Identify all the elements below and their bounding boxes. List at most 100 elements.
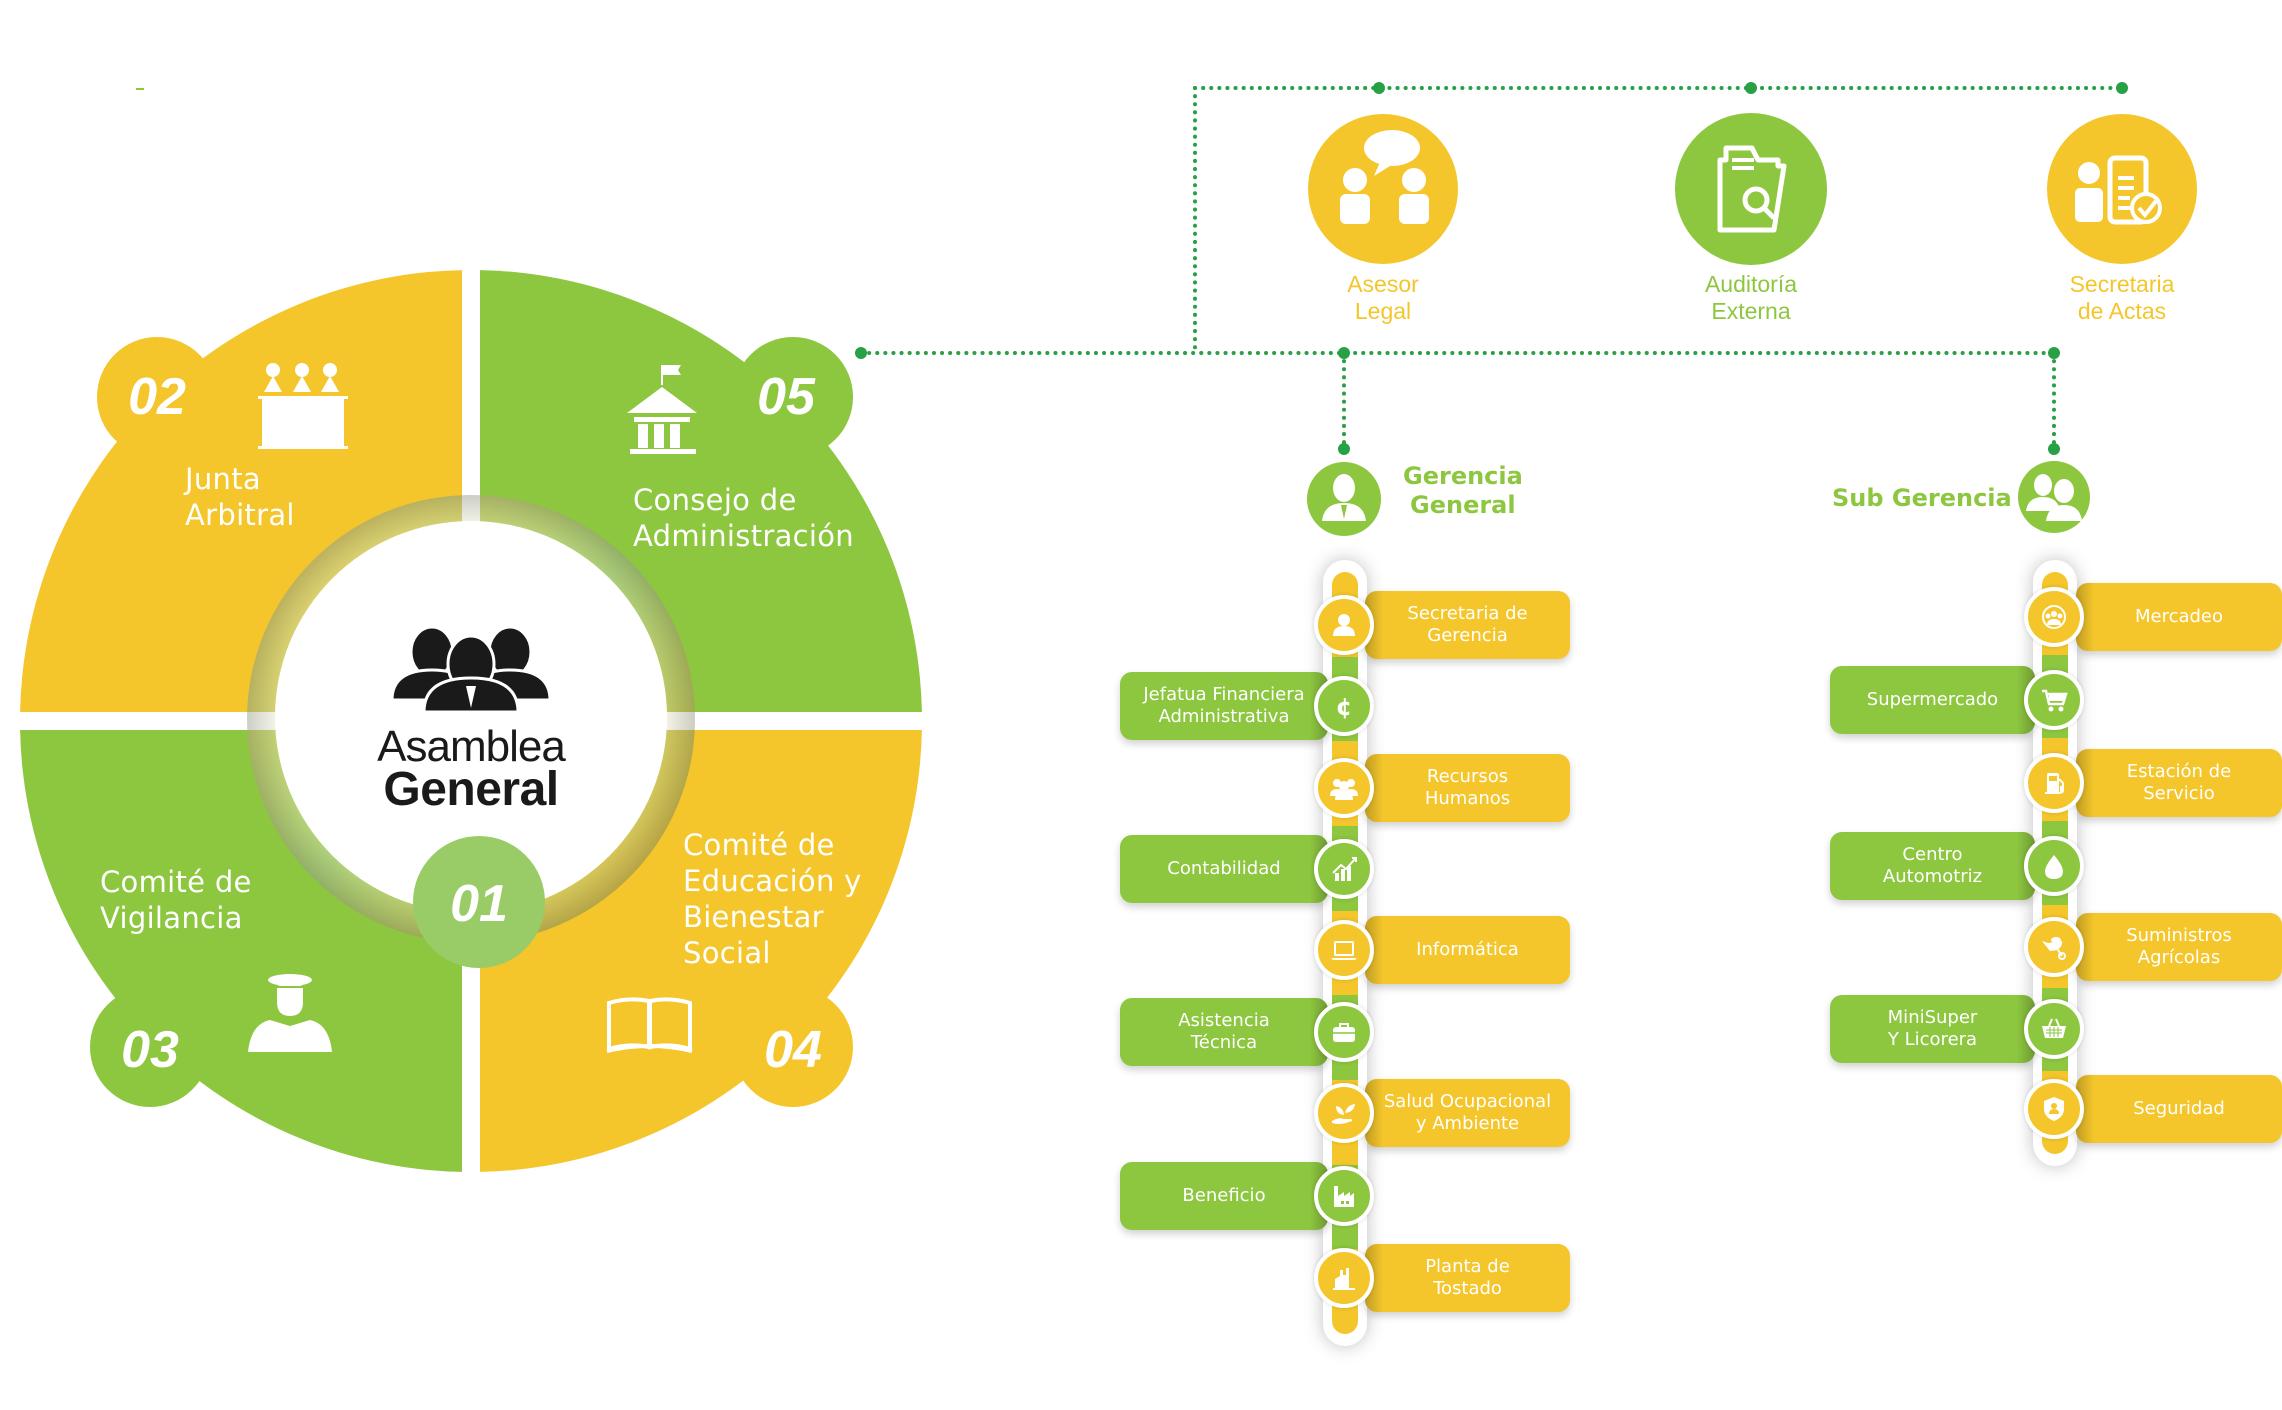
gerencia-item[interactable]: Contabilidad <box>1120 835 1328 903</box>
subgerencia-item[interactable]: Seguridad <box>2076 1075 2282 1143</box>
item-label: Y Licorera <box>1887 1029 1978 1050</box>
laptop-icon <box>1314 920 1374 980</box>
subgerencia-item[interactable]: Supermercado <box>1830 666 2035 734</box>
label-comite-educacion[interactable]: Comité de Educación y Bienestar Social <box>683 828 862 970</box>
label-junta-arbitral[interactable]: Junta Arbitral <box>185 462 295 532</box>
gerencia-header-icon[interactable] <box>1300 455 1390 545</box>
connector-dot <box>1745 82 1757 94</box>
team-icon <box>1314 758 1374 818</box>
item-label: Planta de <box>1425 1256 1510 1277</box>
item-label: Estación de <box>2126 761 2232 782</box>
number-02: 02 <box>128 368 186 426</box>
label-consejo-administracion[interactable]: Consejo de Administración <box>633 483 854 553</box>
advisor-secretaria-actas[interactable] <box>2047 114 2197 264</box>
target-audience-icon <box>2024 587 2084 647</box>
tribunal-icon <box>258 363 348 449</box>
item-label: MiniSuper <box>1887 1007 1978 1028</box>
conversation-icon <box>1340 130 1429 224</box>
managers-icon <box>2026 474 2082 521</box>
item-label: Agrícolas <box>2137 947 2221 968</box>
connector-dot <box>2048 347 2060 359</box>
shopping-cart-icon <box>2024 670 2084 730</box>
oil-drop-icon <box>2024 836 2084 896</box>
police-officer-icon <box>248 974 332 1052</box>
svg-text:¢: ¢ <box>1336 693 1353 721</box>
item-label: y Ambiente <box>1415 1113 1520 1134</box>
number-01: 01 <box>450 875 508 933</box>
item-label: Automotriz <box>1882 866 1983 887</box>
item-label: Servicio <box>2143 783 2215 804</box>
gerencia-item[interactable]: Informática <box>1365 916 1570 984</box>
connector-dot <box>2048 443 2060 455</box>
item-label: Seguridad <box>2133 1098 2225 1119</box>
person-icon <box>1314 595 1374 655</box>
advisor-icons <box>1308 113 2197 265</box>
center-title-asamblea: Asamblea <box>377 722 566 771</box>
factory-icon <box>1314 1166 1374 1226</box>
item-label: Jefatua Financiera <box>1143 684 1305 705</box>
center-circle <box>275 521 667 913</box>
wheelbarrow-icon <box>2024 917 2084 977</box>
item-label: Suministros <box>2126 925 2232 946</box>
item-label: Recursos <box>1426 766 1509 787</box>
advisor-asesor-legal[interactable] <box>1308 114 1458 264</box>
item-label: Centro <box>1902 844 1963 865</box>
item-label: Informática <box>1416 939 1519 960</box>
building-icon <box>627 365 697 454</box>
label-comite-vigilancia[interactable]: Comité de Vigilancia <box>100 865 252 935</box>
toolbox-icon <box>1314 1002 1374 1062</box>
gerencia-title: Gerencia General <box>1403 462 1523 519</box>
item-label: Supermercado <box>1866 689 1999 710</box>
number-04: 04 <box>764 1021 822 1079</box>
connector-dot <box>1338 347 1350 359</box>
connector-dot <box>1338 443 1350 455</box>
item-label: Asistencia <box>1178 1010 1270 1031</box>
connector-dot <box>2116 82 2128 94</box>
fuel-pump-icon <box>2024 753 2084 813</box>
item-label: Contabilidad <box>1167 858 1281 879</box>
number-badge-01 <box>413 836 545 968</box>
connector-dot <box>855 347 867 359</box>
currency-icon: ¢ <box>1314 676 1374 736</box>
basket-icon <box>2024 999 2084 1059</box>
item-label: Administrativa <box>1158 706 1290 727</box>
number-03: 03 <box>121 1021 179 1079</box>
assembly-wheel <box>20 270 922 1172</box>
number-05: 05 <box>757 368 815 426</box>
hand-plant-icon <box>1314 1083 1374 1143</box>
open-book-icon <box>606 997 693 1053</box>
item-label: Mercadeo <box>2134 606 2224 627</box>
connector-dot <box>1373 82 1385 94</box>
subgerencia-item[interactable]: Mercadeo <box>2076 583 2282 651</box>
audit-folder-icon <box>1717 145 1787 233</box>
shield-icon <box>2024 1079 2084 1139</box>
item-label: Tostado <box>1433 1278 1502 1299</box>
advisor-auditoria-externa[interactable] <box>1675 113 1827 265</box>
item-label: Técnica <box>1190 1032 1258 1053</box>
item-label: Gerencia <box>1427 625 1508 646</box>
subgerencia-title: Sub Gerencia <box>1832 484 2012 512</box>
item-label: Secretaria de <box>1407 603 1528 624</box>
item-label: Salud Ocupacional <box>1383 1091 1552 1112</box>
gerencia-item[interactable]: Beneficio <box>1120 1162 1328 1230</box>
center-title-general: General <box>383 763 559 816</box>
subgerencia-header-icon[interactable] <box>2010 453 2100 543</box>
item-label: Humanos <box>1424 788 1511 809</box>
plant-icon <box>1314 1248 1374 1308</box>
growth-chart-icon <box>1314 839 1374 899</box>
